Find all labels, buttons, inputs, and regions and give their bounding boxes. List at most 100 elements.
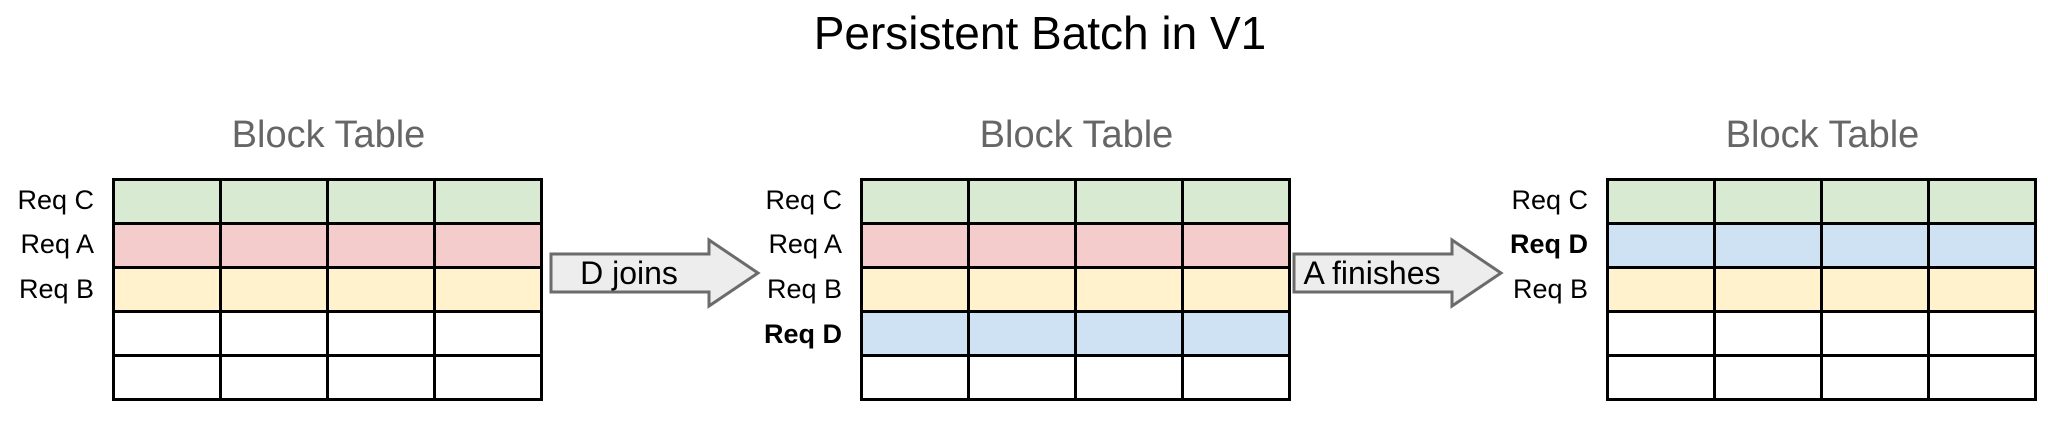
- block-cell: [1606, 222, 1716, 269]
- table-row: [1606, 310, 2037, 357]
- row-label: Req A: [20, 229, 94, 260]
- block-cell: [219, 222, 329, 269]
- table-row: [1606, 354, 2037, 401]
- row-label: Req D: [763, 318, 842, 349]
- block-cell: [1181, 310, 1291, 357]
- block-cell: [1927, 266, 2037, 313]
- block-cell: [967, 354, 1077, 401]
- block-cell: [433, 266, 543, 313]
- table-row: [112, 222, 543, 269]
- block-cell: [1606, 266, 1716, 313]
- block-cell: [967, 222, 1077, 269]
- block-cell: [1181, 222, 1291, 269]
- block-cell: [1074, 310, 1184, 357]
- block-cell: [433, 222, 543, 269]
- block-cell: [967, 266, 1077, 313]
- block-table-grid: [112, 178, 543, 401]
- row-label: Req C: [1511, 184, 1588, 215]
- block-cell: [1074, 354, 1184, 401]
- row-label: Req A: [768, 229, 842, 260]
- block-cell: [1713, 178, 1823, 225]
- arrow-label: A finishes: [1303, 255, 1441, 291]
- block-cell: [433, 354, 543, 401]
- block-cell: [1927, 310, 2037, 357]
- block-cell: [1181, 178, 1291, 225]
- table-row: [112, 178, 543, 225]
- block-cell: [112, 310, 222, 357]
- block-table-grid: [860, 178, 1291, 401]
- block-cell: [112, 266, 222, 313]
- row-label: Req B: [766, 273, 842, 304]
- block-cell: [112, 178, 222, 225]
- table-row: [860, 266, 1291, 313]
- row-label-empty: [4, 356, 94, 401]
- block-cell: [219, 178, 329, 225]
- block-cell: [1181, 266, 1291, 313]
- block-cell: [1820, 178, 1930, 225]
- row-label-empty: [1498, 356, 1588, 401]
- block-cell: [433, 310, 543, 357]
- diagram-title: Persistent Batch in V1: [813, 7, 1267, 59]
- block-cell: [1927, 178, 2037, 225]
- block-table-title: Block Table: [979, 114, 1174, 156]
- block-cell: [326, 266, 436, 313]
- right-arrow-icon: [549, 237, 761, 309]
- block-cell: [112, 354, 222, 401]
- table-row: [112, 266, 543, 313]
- block-cell: [967, 310, 1077, 357]
- block-cell: [1927, 354, 2037, 401]
- block-cell: [1074, 266, 1184, 313]
- block-cell: [1074, 222, 1184, 269]
- block-cell: [967, 178, 1077, 225]
- block-cell: [1713, 222, 1823, 269]
- row-label: Req B: [1512, 273, 1588, 304]
- row-label: Req C: [17, 184, 94, 215]
- row-label: Req C: [765, 184, 842, 215]
- block-cell: [1927, 222, 2037, 269]
- block-cell: [1713, 266, 1823, 313]
- table-row: [860, 310, 1291, 357]
- row-label: Req D: [1509, 229, 1588, 260]
- block-cell: [1606, 354, 1716, 401]
- arrow-d-joins: D joins: [549, 237, 761, 309]
- row-label: Req B: [18, 273, 94, 304]
- block-cell: [860, 354, 970, 401]
- block-cell: [1606, 310, 1716, 357]
- block-cell: [433, 178, 543, 225]
- block-cell: [860, 310, 970, 357]
- block-cell: [1074, 178, 1184, 225]
- block-cell: [1820, 266, 1930, 313]
- block-cell: [1606, 178, 1716, 225]
- row-labels: Req C Req D Req B: [1498, 178, 1588, 401]
- block-cell: [326, 354, 436, 401]
- block-cell: [326, 222, 436, 269]
- block-table-title: Block Table: [231, 114, 426, 156]
- block-cell: [1820, 310, 1930, 357]
- block-table-title: Block Table: [1725, 114, 1920, 156]
- block-cell: [1713, 354, 1823, 401]
- block-cell: [219, 310, 329, 357]
- row-label-empty: [1498, 312, 1588, 357]
- table-row: [1606, 178, 2037, 225]
- table-row: [860, 178, 1291, 225]
- block-cell: [860, 222, 970, 269]
- block-cell: [1181, 354, 1291, 401]
- block-table-grid: [1606, 178, 2037, 401]
- arrow-a-finishes: A finishes: [1292, 237, 1504, 309]
- table-row: [860, 222, 1291, 269]
- row-label-empty: [4, 312, 94, 357]
- block-cell: [1820, 354, 1930, 401]
- arrow-label: D joins: [580, 255, 678, 291]
- right-arrow-icon: [1292, 237, 1504, 309]
- block-cell: [1820, 222, 1930, 269]
- block-cell: [112, 222, 222, 269]
- block-cell: [326, 178, 436, 225]
- table-row: [1606, 266, 2037, 313]
- table-row: [860, 354, 1291, 401]
- block-cell: [860, 266, 970, 313]
- block-cell: [1713, 310, 1823, 357]
- block-cell: [219, 354, 329, 401]
- block-cell: [326, 310, 436, 357]
- table-row: [112, 310, 543, 357]
